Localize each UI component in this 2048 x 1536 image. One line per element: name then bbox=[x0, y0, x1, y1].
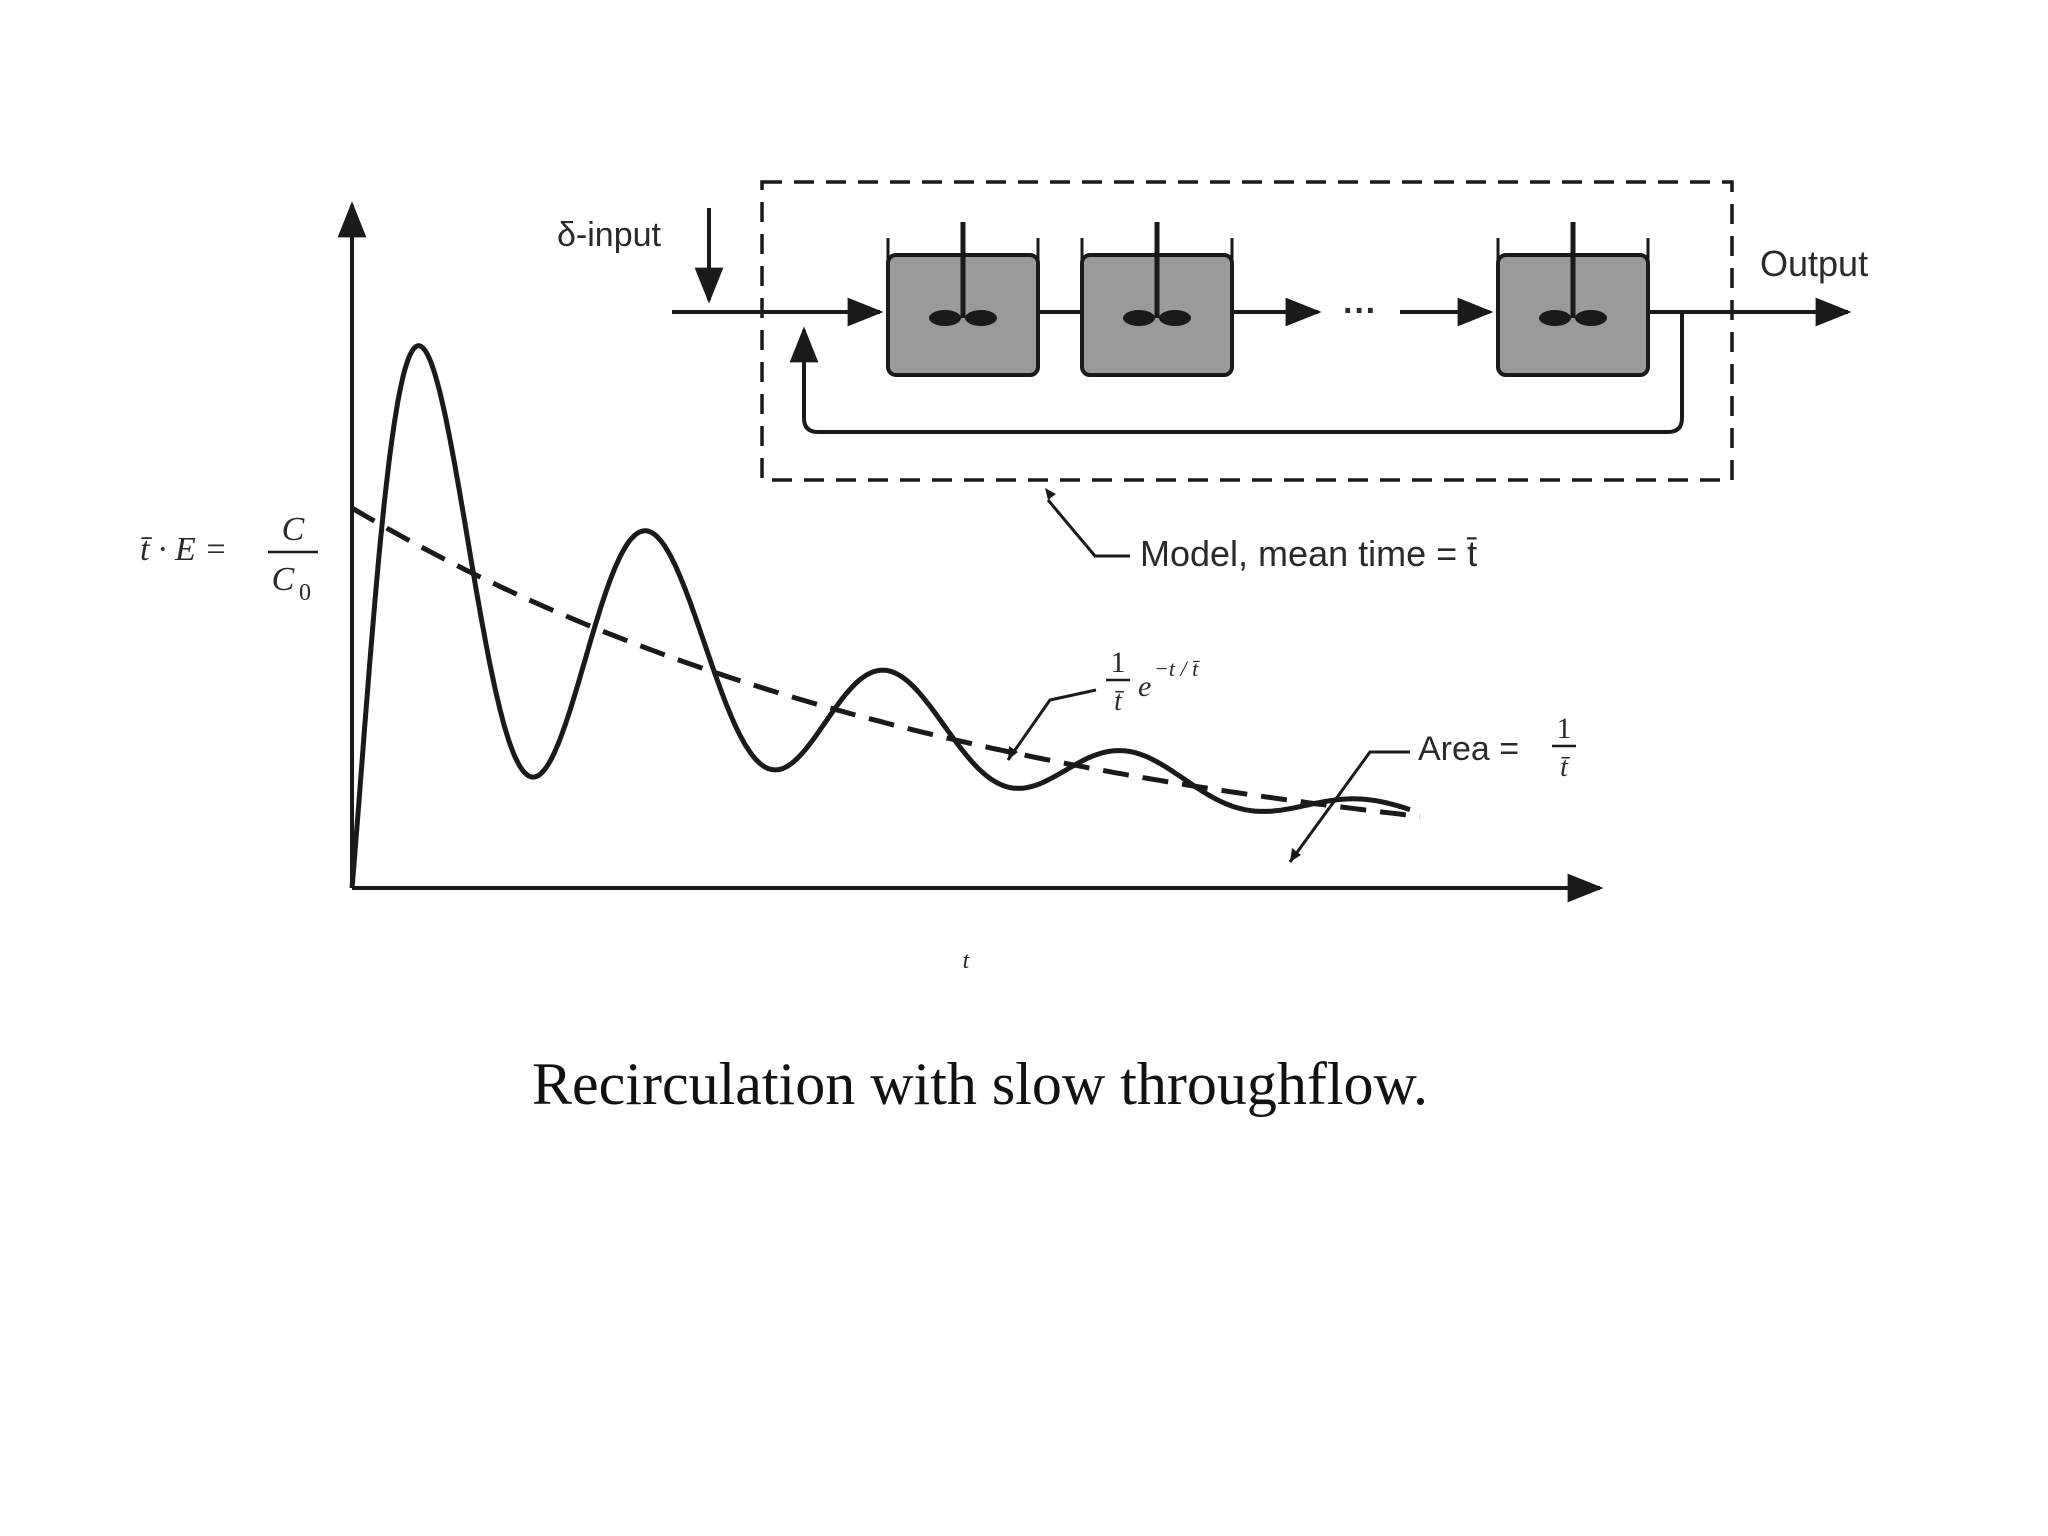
y-label-numerator: C bbox=[282, 511, 305, 548]
model-boundary-box bbox=[760, 180, 1734, 482]
curve-label-exp-base: e bbox=[1138, 670, 1151, 703]
output-label: Output bbox=[1760, 243, 1868, 284]
area-label: Area = 1 t̄ bbox=[1418, 712, 1576, 783]
impeller-icon bbox=[929, 310, 997, 326]
exponential-envelope-curve bbox=[350, 505, 1421, 819]
impeller-icon bbox=[1539, 310, 1607, 326]
figure-caption: Recirculation with slow throughflow. bbox=[532, 1051, 1428, 1117]
stirred-tank-icon bbox=[1080, 222, 1234, 377]
y-label-subscript: 0 bbox=[299, 580, 311, 606]
area-label-denominator: t̄ bbox=[1560, 752, 1570, 783]
area-label-numerator: 1 bbox=[1557, 712, 1572, 745]
area-label-leader bbox=[1288, 750, 1410, 863]
curve-label-numerator: 1 bbox=[1111, 646, 1126, 679]
impeller-icon bbox=[1123, 310, 1191, 326]
stirred-tank-icon bbox=[1496, 222, 1650, 377]
recycle-loop-line bbox=[789, 312, 1684, 434]
model-mean-time-label: Model, mean time = t̄ bbox=[1140, 533, 1477, 574]
stirred-tank-icon bbox=[886, 222, 1040, 377]
y-label-denominator: C bbox=[272, 561, 295, 598]
delta-input-label: δ-input bbox=[557, 216, 662, 254]
curve-label-exponent: −t / t̄ bbox=[1154, 656, 1201, 681]
curve-label-denominator: t̄ bbox=[1114, 686, 1124, 717]
curve-label-leader bbox=[1006, 688, 1097, 761]
y-label-lhs: t̄ · E = bbox=[140, 531, 227, 568]
model-label-arrowhead bbox=[1045, 488, 1056, 500]
curve-label-arrowhead bbox=[1008, 746, 1018, 760]
tank-series-ellipsis: ··· bbox=[1343, 292, 1377, 330]
area-label-text: Area = bbox=[1418, 730, 1519, 768]
x-axis-label: t bbox=[963, 948, 971, 974]
model-label-leader bbox=[1046, 499, 1130, 558]
exponential-curve-label: 1 t̄ e −t / t̄ bbox=[1106, 646, 1201, 717]
area-label-arrowhead bbox=[1290, 848, 1301, 862]
oscillating-response-curve bbox=[349, 343, 1411, 889]
y-axis-label: t̄ · E = C C 0 bbox=[140, 511, 318, 606]
